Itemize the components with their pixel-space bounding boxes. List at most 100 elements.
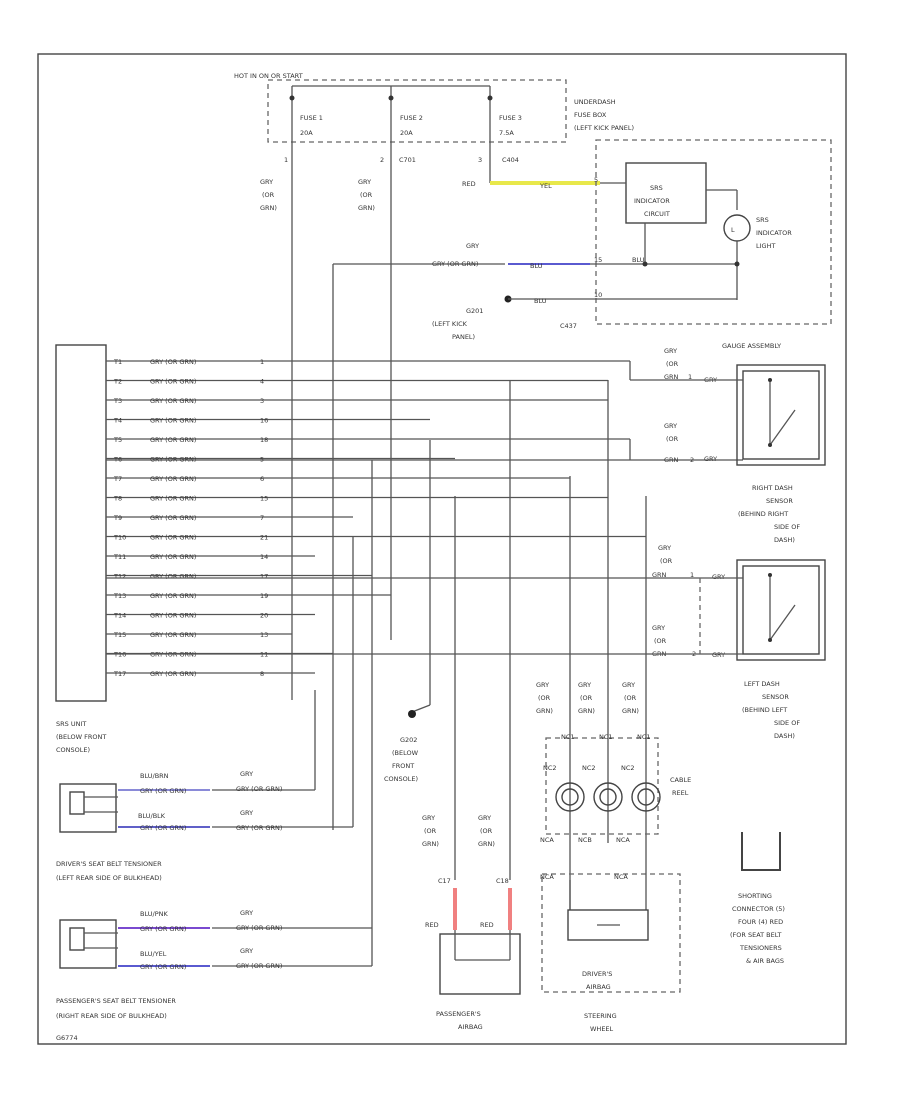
- srs-pin-label: T12: [113, 573, 126, 581]
- rs-label-5: DASH): [774, 536, 795, 544]
- srs-far-pin: 17: [260, 573, 268, 581]
- srs-row-color: GRY (OR GRN): [150, 592, 196, 600]
- rs-pin-1: 1: [688, 373, 692, 381]
- pa-gry-1: GRY: [422, 814, 435, 822]
- cr-nc-2: NCB: [578, 836, 592, 844]
- g202-label-3: FRONT: [392, 762, 414, 770]
- blu-wire-label-2: BLU: [534, 297, 547, 305]
- pin-3: 3: [478, 156, 482, 164]
- rs-or-2: (OR: [666, 435, 679, 443]
- srs-far-pin: 6: [260, 475, 264, 483]
- cr-gry-3: GRY: [622, 681, 635, 689]
- srs-pin-label: T3: [113, 397, 122, 405]
- fusebox-label-3: (LEFT KICK PANEL): [574, 124, 634, 132]
- srs-far-pin: 4: [260, 378, 264, 386]
- srs-pin-label: T9: [113, 514, 122, 522]
- rs-or-1: (OR: [666, 360, 679, 368]
- blu-wire-label-1: BLU: [530, 262, 543, 270]
- ls-or-2: (OR: [654, 637, 667, 645]
- rs-label-2: SENSOR: [766, 497, 793, 505]
- footer-code: G6774: [56, 1034, 78, 1042]
- srs-far-pin: 19: [260, 592, 268, 600]
- srs-row-color: GRY (OR GRN): [150, 573, 196, 581]
- driver-tensioner-box: [59, 783, 117, 833]
- srs-far-pin: 13: [260, 631, 268, 639]
- rs-label-4: SIDE OF: [774, 523, 800, 531]
- dt-grn-inline-2: GRY (OR GRN): [140, 824, 186, 832]
- passenger-tensioner-box: [59, 919, 117, 969]
- srs-far-pin: 15: [260, 495, 268, 503]
- srs-pin-label: T10: [113, 534, 126, 542]
- srs-row-color: GRY (OR GRN): [150, 378, 196, 386]
- dt-label-2: (LEFT REAR SIDE OF BULKHEAD): [56, 874, 162, 882]
- gauge-outline: [595, 139, 832, 325]
- ls-gry-1: GRY: [658, 544, 671, 552]
- dt-gry-3: GRY: [240, 809, 253, 817]
- pt-blu-pnk: BLU/PNK: [140, 910, 168, 918]
- srs-pin-label: T11: [113, 553, 126, 561]
- ls-label-2: SENSOR: [762, 693, 789, 701]
- red-wire-label: RED: [462, 180, 476, 188]
- gauge-blu-label: BLU: [632, 256, 645, 264]
- srs-far-pin: 1: [260, 358, 264, 366]
- svg-text:L: L: [731, 226, 735, 234]
- srs-pin-label: T17: [113, 670, 126, 678]
- pa-red-label-1: RED: [425, 921, 439, 929]
- pt-grn-inline-2: GRY (OR GRN): [140, 963, 186, 971]
- right-sensor-box: [736, 364, 826, 466]
- srs-light-line-3: LIGHT: [756, 242, 775, 250]
- gauge-pin-10: 10: [594, 291, 602, 299]
- rs-pin2-gry: GRY: [704, 455, 717, 463]
- fuse-2-rating: 20A: [400, 129, 413, 137]
- diagram-frame: [37, 53, 847, 1045]
- srs-far-pin: 14: [260, 553, 268, 561]
- sc-label-6: & AIR BAGS: [746, 957, 784, 965]
- sc-label-3: FOUR (4) RED: [738, 918, 783, 926]
- g201-label-2: (LEFT KICK: [432, 320, 468, 328]
- ls-pin1-gry: GRY: [712, 573, 725, 581]
- cr-grn-2: GRN): [578, 707, 595, 715]
- srs-pin-label: T5: [113, 436, 122, 444]
- ls-label-5: DASH): [774, 732, 795, 740]
- pt-label-2: (RIGHT REAR SIDE OF BULKHEAD): [56, 1012, 167, 1020]
- connector-c437: C437: [560, 322, 577, 330]
- dt-blu-brn: BLU/BRN: [140, 772, 169, 780]
- srs-row-color: GRY (OR GRN): [150, 514, 196, 522]
- pa-c17: C17: [438, 877, 451, 885]
- connector-c701: C701: [399, 156, 416, 164]
- cr-or-2: (OR: [580, 694, 593, 702]
- pa-or-1: (OR: [424, 827, 437, 835]
- srs-row-color: GRY (OR GRN): [150, 475, 196, 483]
- pt-gry-1: GRY: [240, 909, 253, 917]
- cr-grn-1: GRN): [536, 707, 553, 715]
- cable-reel-coil-1: [555, 782, 585, 812]
- cr-or-3: (OR: [624, 694, 637, 702]
- fuse-2-name: FUSE 2: [400, 114, 423, 122]
- pin-2: 2: [380, 156, 384, 164]
- steering-label-1: STEERING: [584, 1012, 617, 1020]
- fuse2-wire-label: GRY (OR GRN): [358, 178, 375, 212]
- pa-grn-1: GRN): [422, 840, 439, 848]
- srs-unit-box: [55, 344, 107, 702]
- srs-pin-label: T7: [113, 475, 122, 483]
- steering-wheel-outline: [541, 873, 681, 993]
- pt-grn-4: GRY (OR GRN): [236, 962, 282, 970]
- connector-c404: C404: [502, 156, 519, 164]
- rs-grn-1: GRN: [664, 373, 679, 381]
- dt-gry-1: GRY: [240, 770, 253, 778]
- srs-unit-label-3: CONSOLE): [56, 746, 90, 754]
- gry-top-label: GRY: [466, 242, 479, 250]
- dt-grn-2: GRY (OR GRN): [236, 785, 282, 793]
- srs-far-pin: 20: [260, 612, 268, 620]
- cable-reel-label-1: CABLE: [670, 776, 691, 784]
- hot-label: HOT IN ON OR START: [234, 72, 303, 80]
- srs-pin-label: T4: [113, 417, 122, 425]
- pa-label-1: PASSENGER'S: [436, 1010, 481, 1018]
- sc-label-5: TENSIONERS: [739, 944, 782, 952]
- pin-1: 1: [284, 156, 288, 164]
- srs-circuit-line-3: CIRCUIT: [644, 210, 670, 218]
- ls-label-4: SIDE OF: [774, 719, 800, 727]
- rs-pin-2: 2: [690, 456, 694, 464]
